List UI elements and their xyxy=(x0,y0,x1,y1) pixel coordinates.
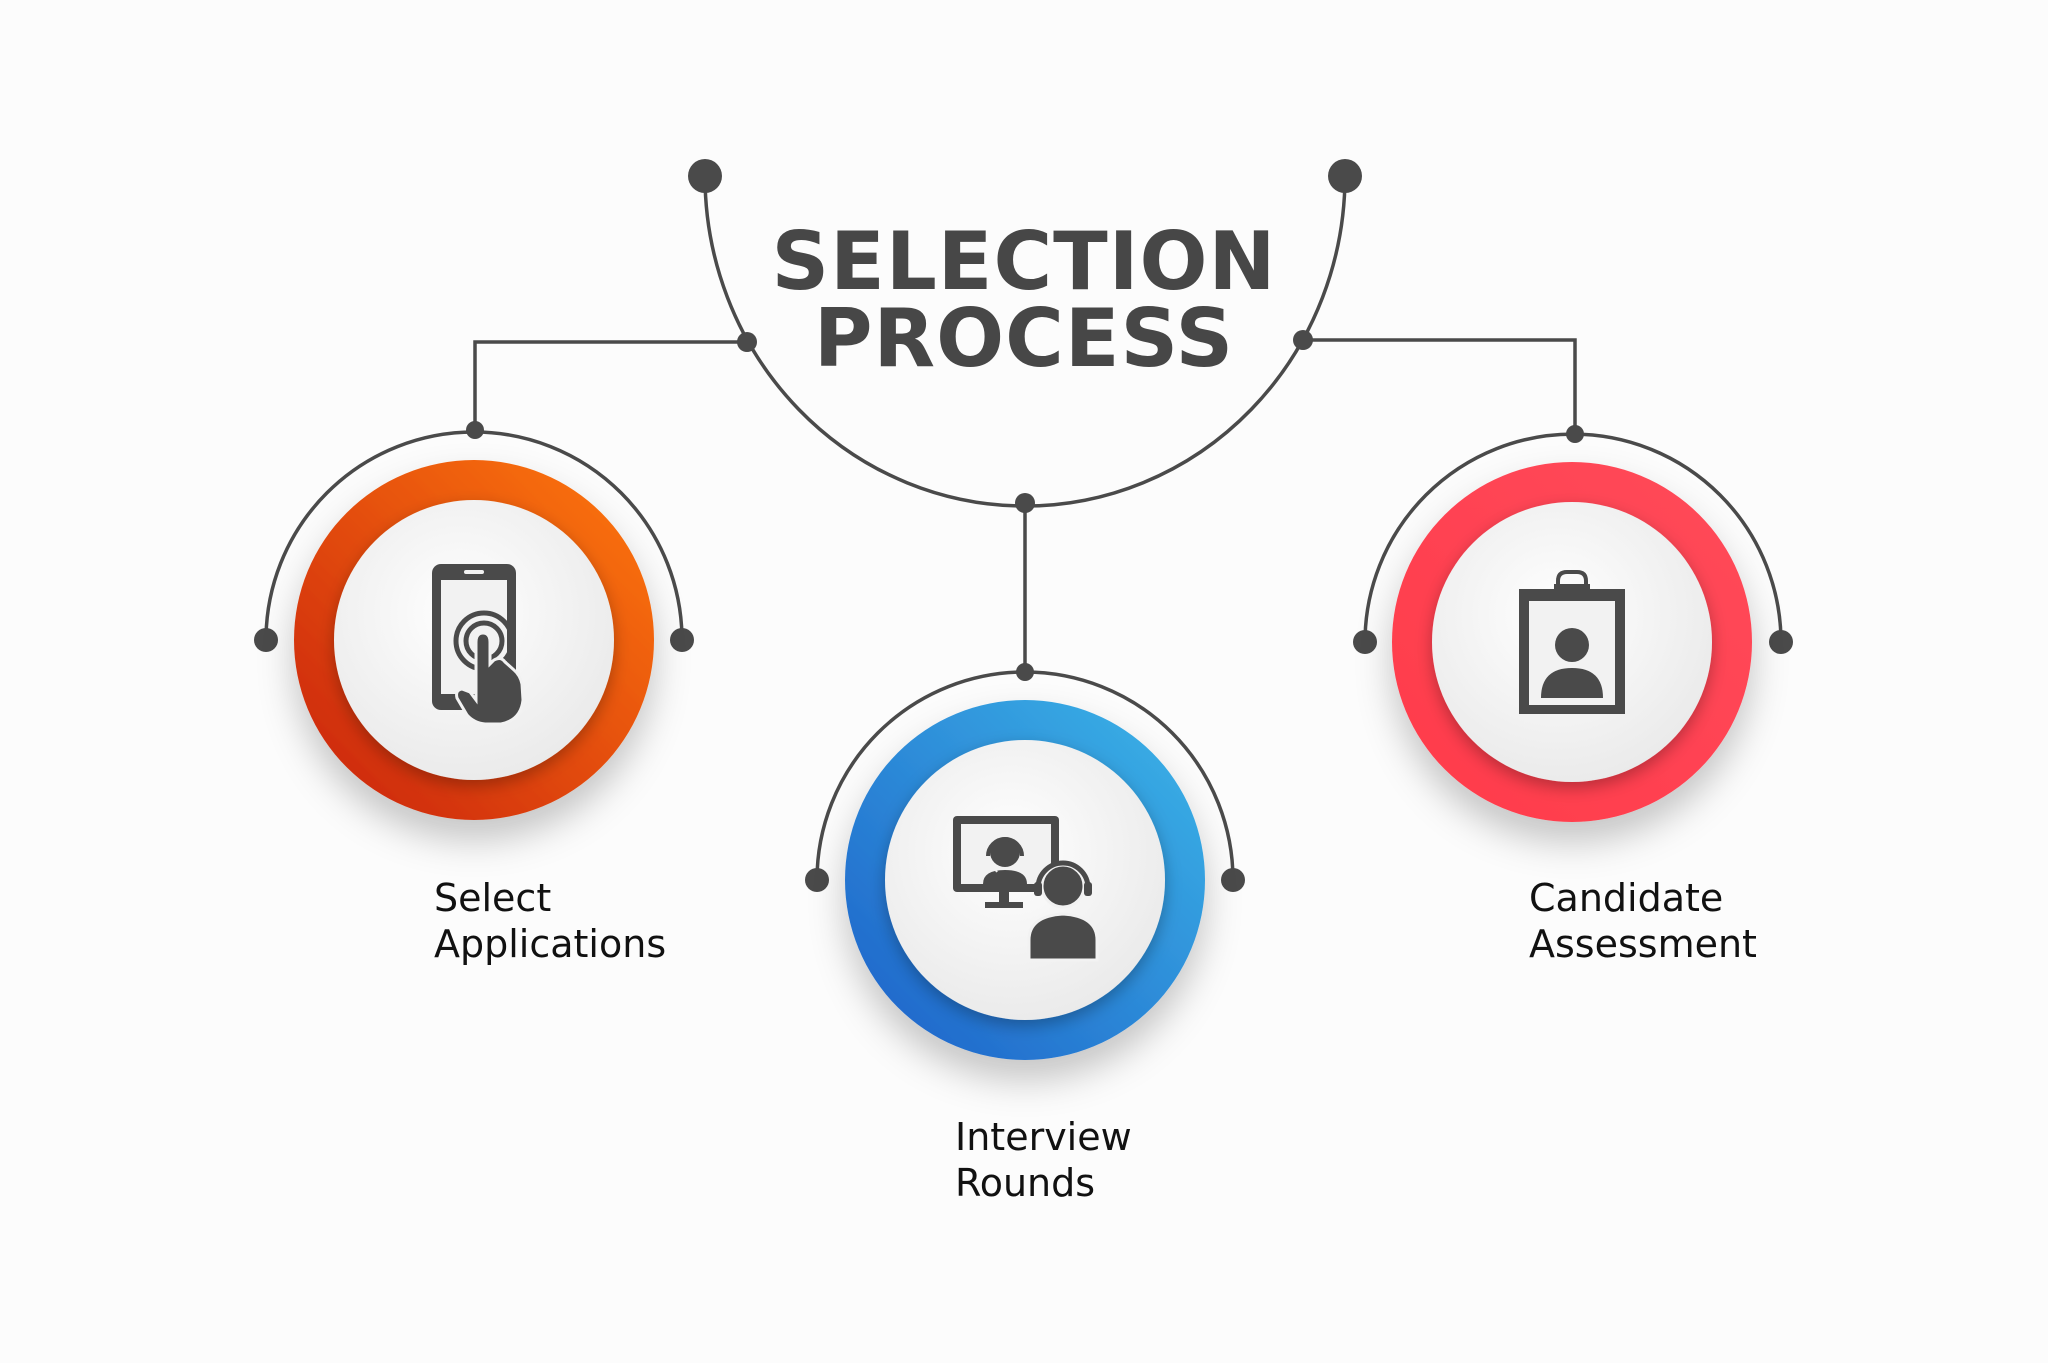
step-label-line2: Assessment xyxy=(1529,922,1757,966)
video-interview-icon xyxy=(953,816,1099,962)
step-circle-interview-rounds xyxy=(845,700,1205,1060)
step-label-line2: Applications xyxy=(434,922,667,966)
step-label-line1: Select xyxy=(434,876,552,920)
step-label-line1: Interview xyxy=(955,1115,1132,1159)
step-circle-candidate-assessment xyxy=(1392,462,1752,822)
step-label-interview-rounds: Interview Rounds xyxy=(955,1114,1132,1206)
step-label-line1: Candidate xyxy=(1529,876,1724,920)
orbit-end-dot xyxy=(805,868,829,892)
junction-dot xyxy=(466,421,484,439)
orbit-end-dot xyxy=(254,628,278,652)
orbit-end-dot xyxy=(1769,630,1793,654)
title-line-2: PROCESS xyxy=(813,292,1235,385)
connector-dots xyxy=(254,159,1793,892)
title-line-1: SELECTION xyxy=(771,215,1277,308)
arc-end-dot-left xyxy=(688,159,722,193)
orbit-end-dot xyxy=(1221,868,1245,892)
junction-dot xyxy=(1016,663,1034,681)
junction-dot xyxy=(1293,330,1313,350)
junction-dot xyxy=(1015,493,1035,513)
step-label-line2: Rounds xyxy=(955,1161,1096,1205)
orbit-end-dot xyxy=(1353,630,1377,654)
orbit-end-dot xyxy=(670,628,694,652)
step-label-select-applications: Select Applications xyxy=(434,875,666,967)
junction-dot xyxy=(1566,425,1584,443)
arc-end-dot-right xyxy=(1328,159,1362,193)
smartphone-touch-icon xyxy=(432,564,525,726)
junction-dot xyxy=(737,332,757,352)
step-label-candidate-assessment: Candidate Assessment xyxy=(1529,875,1757,967)
id-badge-clipboard-icon xyxy=(1519,570,1625,714)
connector-left xyxy=(473,340,747,430)
connector-right xyxy=(1303,338,1577,434)
step-circle-select-applications xyxy=(294,460,654,820)
